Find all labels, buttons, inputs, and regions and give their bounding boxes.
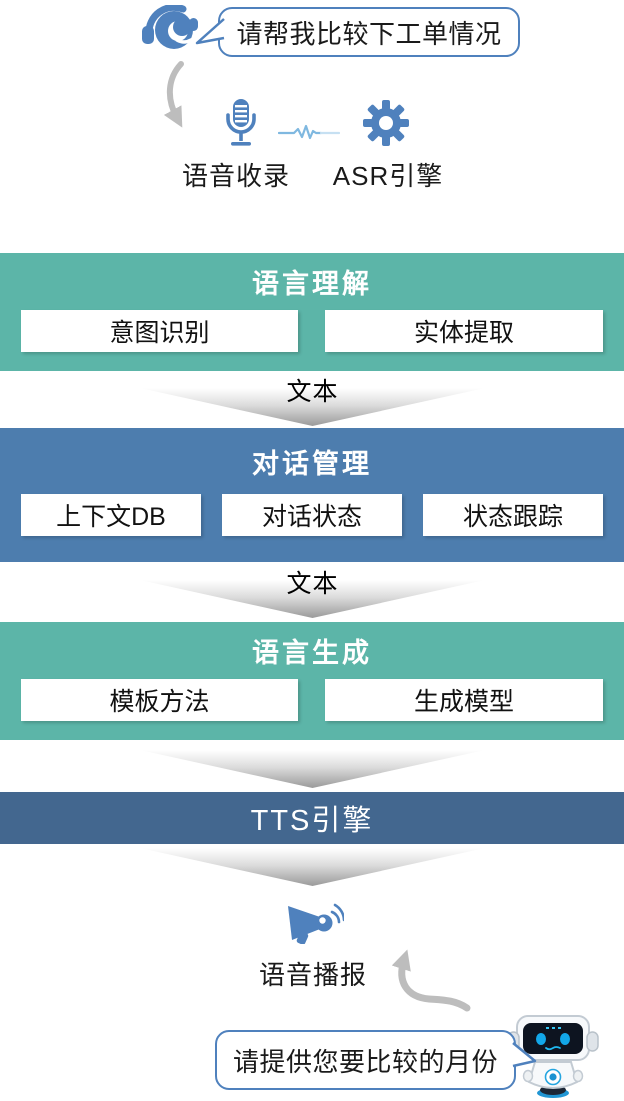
nlu-block: 语言理解 意图识别 实体提取 — [0, 253, 624, 371]
nlu-title: 语言理解 — [252, 269, 372, 299]
chevron-down-arrow-1 — [140, 388, 485, 426]
dm-item-dialog-state: 对话状态 — [222, 494, 402, 536]
user-speech-bubble: 请帮我比较下工单情况 — [218, 7, 520, 57]
voice-capture-label: 语音收录 — [181, 161, 290, 191]
chevron-down-arrow-2 — [140, 580, 485, 618]
user-utterance-text: 请帮我比较下工单情况 — [236, 18, 502, 49]
tts-block: TTS引擎 — [0, 792, 624, 844]
nlu-item-entity: 实体提取 — [325, 310, 603, 352]
bot-bubble-tail — [512, 1042, 537, 1068]
connector-text-label-1: 文本 — [286, 378, 339, 406]
nlg-item-generative: 生成模型 — [325, 679, 603, 721]
dm-item-state-tracking: 状态跟踪 — [423, 494, 603, 536]
connector-text-label-2: 文本 — [286, 570, 339, 598]
waveform-icon — [278, 124, 340, 140]
bot-speech-bubble: 请提供您要比较的月份 — [215, 1030, 516, 1090]
agent-headset-icon — [142, 5, 198, 49]
dm-block: 对话管理 上下文DB 对话状态 状态跟踪 — [0, 428, 624, 562]
nlg-item-template: 模板方法 — [21, 679, 298, 721]
nlg-title: 语言生成 — [252, 638, 372, 668]
dm-title: 对话管理 — [252, 448, 372, 479]
tts-title: TTS引擎 — [250, 805, 374, 837]
gear-icon — [363, 100, 409, 146]
megaphone-icon — [288, 903, 344, 944]
nlg-block: 语言生成 模板方法 生成模型 — [0, 622, 624, 740]
voice-broadcast-label: 语音播报 — [258, 960, 367, 990]
dm-item-context-db: 上下文DB — [21, 494, 201, 536]
chevron-down-arrow-4 — [140, 848, 485, 886]
user-bubble-tail — [195, 18, 225, 45]
curved-arrow-up-icon — [391, 949, 471, 1012]
chevron-down-arrow-3 — [140, 750, 485, 788]
robot-icon — [507, 1015, 599, 1098]
nlu-item-intent: 意图识别 — [21, 310, 298, 352]
microphone-icon — [226, 99, 256, 146]
curved-arrow-down-icon — [163, 61, 184, 128]
asr-engine-label: ASR引擎 — [332, 161, 444, 191]
bot-utterance-text: 请提供您要比较的月份 — [232, 1046, 498, 1077]
